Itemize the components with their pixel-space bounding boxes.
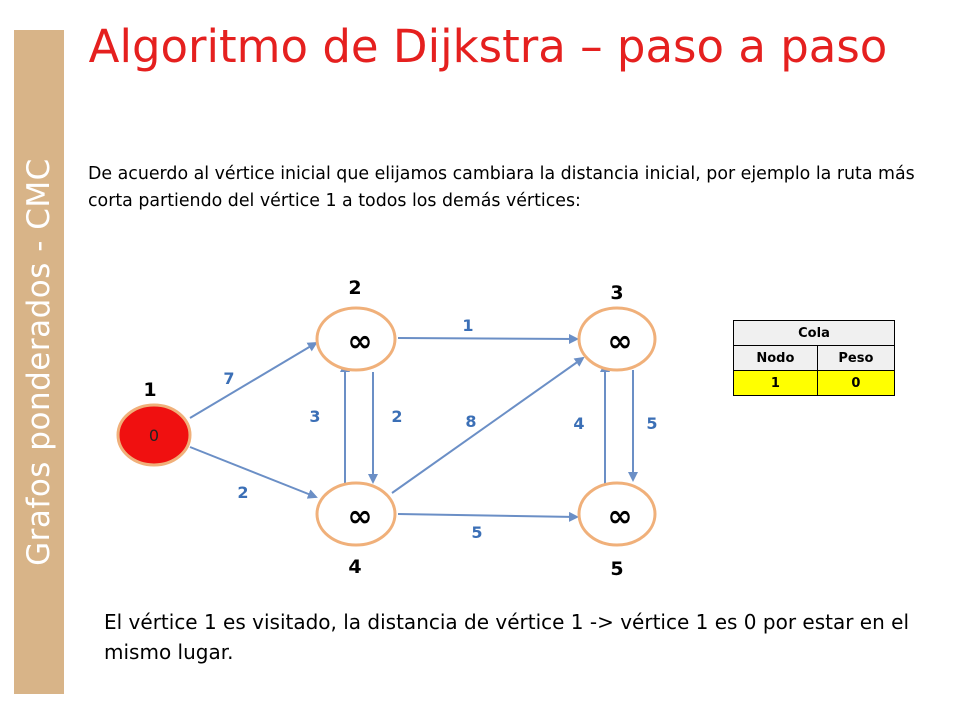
weight-4-3: 8: [465, 412, 476, 431]
sidebar-band: [14, 30, 64, 694]
node-4-circle: [315, 481, 397, 547]
queue-table: Cola Nodo Peso 1 0: [733, 320, 896, 396]
weight-3-5: 5: [646, 414, 657, 433]
node-1-label: 1: [143, 379, 156, 401]
queue-header-peso: Peso: [816, 345, 896, 371]
queue-header-nodo: Nodo: [733, 345, 818, 371]
node-1-circle: [116, 403, 192, 467]
node-5-circle: [577, 481, 657, 547]
weight-5-3: 4: [573, 414, 584, 433]
node-4-label: 4: [348, 556, 361, 578]
queue-title: Cola: [733, 320, 895, 346]
weight-2-3: 1: [462, 316, 473, 335]
edge-1-4: [189, 446, 318, 499]
weight-1-4: 2: [237, 483, 248, 502]
edge-1-2: [189, 341, 318, 419]
intro-text: De acuerdo al vértice inicial que elijam…: [88, 164, 915, 211]
weight-1-2: 7: [223, 369, 234, 388]
node-5-value: ∞: [608, 499, 633, 534]
queue-cell-nodo: 1: [733, 370, 818, 396]
edge-4-3: [391, 356, 585, 494]
node-2-label: 2: [348, 277, 361, 299]
node-3-circle: [577, 306, 657, 372]
node-3-label: 3: [610, 282, 623, 304]
slide-title: Algoritmo de Dijkstra – paso a paso: [88, 20, 888, 73]
node-5-label: 5: [610, 558, 623, 580]
queue-row: 1 0: [733, 370, 896, 396]
node-2-circle: [315, 306, 397, 372]
weight-2-4: 2: [391, 407, 402, 426]
edge-2-3: [397, 333, 579, 344]
edge-4-5: [397, 511, 579, 522]
node-3-value: ∞: [608, 324, 633, 359]
weight-4-2: 3: [309, 407, 320, 426]
weight-4-5: 5: [471, 523, 482, 542]
node-2-value: ∞: [348, 324, 373, 359]
queue-cell-peso: 0: [816, 370, 896, 396]
node-1-value: 0: [149, 426, 159, 445]
footer-text: El vértice 1 es visitado, la distancia d…: [104, 610, 909, 664]
node-4-value: ∞: [348, 499, 373, 534]
